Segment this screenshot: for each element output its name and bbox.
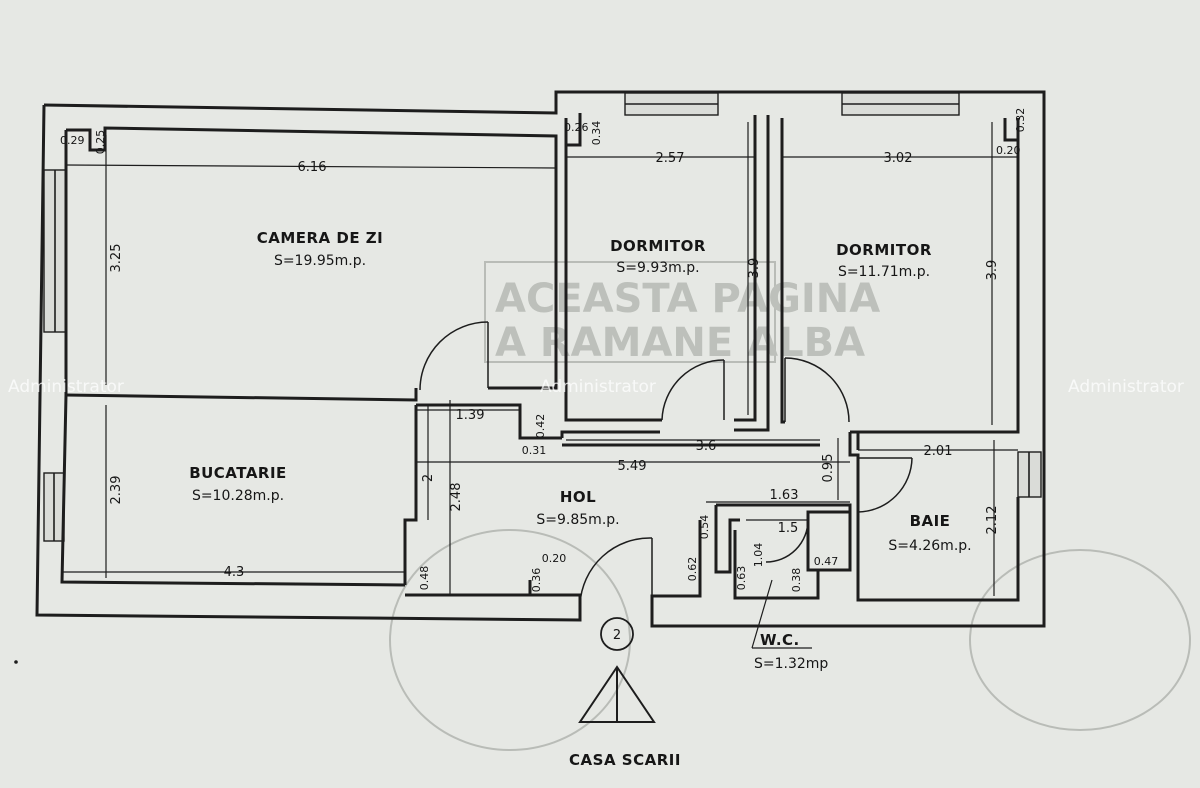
dim-0-63: 0.63 bbox=[735, 566, 748, 591]
dim-0-26: 0.26 bbox=[564, 121, 589, 134]
door-wc bbox=[765, 519, 809, 563]
dim-0-48: 0.48 bbox=[418, 566, 431, 591]
room-area-wc: S=1.32mp bbox=[754, 656, 828, 672]
dim-kitchen-height: 2.39 bbox=[109, 476, 124, 505]
door-bedroom-2 bbox=[784, 357, 850, 423]
dim-bedroom-1-height: 3.9 bbox=[747, 258, 762, 279]
room-area-kitchen: S=10.28m.p. bbox=[192, 488, 284, 504]
room-area-living: S=19.95m.p. bbox=[274, 253, 366, 269]
dim-bath-width: 2.01 bbox=[924, 444, 953, 459]
dim-0-25: 0.25 bbox=[94, 130, 107, 155]
dim-1-39: 1.39 bbox=[456, 408, 485, 423]
watermark-left: Administrator bbox=[8, 377, 124, 397]
room-area-hall: S=9.85m.p. bbox=[536, 512, 619, 528]
room-area-bedroom-2: S=11.71m.p. bbox=[838, 264, 930, 280]
dim-1-5: 1.5 bbox=[778, 521, 799, 536]
dim-bedroom-2-width: 3.02 bbox=[884, 151, 913, 166]
dim-0-54: 0.54 bbox=[698, 515, 711, 540]
room-area-bath: S=4.26m.p. bbox=[888, 538, 971, 554]
dimension-lines bbox=[62, 122, 1018, 649]
dim-living-height: 3.25 bbox=[109, 244, 124, 273]
watermarks: Administrator Administrator Administrato… bbox=[8, 377, 1184, 397]
dim-2-48: 2.48 bbox=[449, 483, 464, 512]
dim-3-6: 3.6 bbox=[696, 439, 717, 454]
exterior-walls bbox=[35, 90, 1046, 628]
dim-0-29: 0.29 bbox=[60, 134, 85, 147]
dim-0-36: 0.36 bbox=[530, 568, 543, 593]
dim-kitchen-width: 4.3 bbox=[224, 565, 245, 580]
dim-0-95: 0.95 bbox=[821, 454, 836, 483]
room-area-bedroom-1: S=9.93m.p. bbox=[616, 260, 699, 276]
dim-1-04: 1.04 bbox=[752, 543, 765, 568]
dimension-labels: 6.16 3.25 0.29 0.25 0.26 0.34 2.57 3.9 3… bbox=[60, 108, 1027, 593]
watermark-center: Administrator bbox=[540, 377, 656, 397]
dim-bedroom-1-width: 2.57 bbox=[656, 151, 685, 166]
room-labels: CAMERA DE ZI S=19.95m.p. DORMITOR S=9.93… bbox=[189, 229, 971, 672]
door-living bbox=[419, 321, 489, 391]
stamp-line-2: A RAMANE ALBA bbox=[495, 320, 865, 366]
room-name-bedroom-2: DORMITOR bbox=[836, 241, 932, 259]
room-name-wc: W.C. bbox=[760, 631, 800, 649]
door-bath bbox=[857, 457, 913, 513]
room-name-bedroom-1: DORMITOR bbox=[610, 237, 706, 255]
stamp-line-1: ACEASTA PAGINA bbox=[495, 276, 880, 322]
interior-walls bbox=[65, 113, 1020, 604]
stair-label: CASA SCARII bbox=[569, 751, 681, 769]
room-name-kitchen: BUCATARIE bbox=[189, 464, 287, 482]
dim-0-62: 0.62 bbox=[686, 557, 699, 582]
dim-1-63: 1.63 bbox=[770, 488, 799, 503]
dim-bath-height: 2.12 bbox=[985, 506, 1000, 535]
dim-bedroom-2-height: 3.9 bbox=[985, 260, 1000, 281]
dim-0-42: 0.42 bbox=[534, 414, 547, 439]
door-entrance bbox=[579, 537, 653, 605]
dim-5-49: 5.49 bbox=[618, 459, 647, 474]
dim-0-34: 0.34 bbox=[590, 121, 603, 146]
dim-0-47: 0.47 bbox=[814, 555, 839, 568]
dim-0-20: 0.20 bbox=[996, 144, 1021, 157]
stair-number-circle bbox=[600, 617, 634, 651]
room-name-hall: HOL bbox=[560, 488, 596, 506]
dim-0-20b: 0.20 bbox=[542, 552, 567, 565]
dim-0-38: 0.38 bbox=[790, 568, 803, 593]
dim-2: 2 bbox=[421, 474, 436, 482]
watermark-right: Administrator bbox=[1068, 377, 1184, 397]
door-bedroom-1 bbox=[661, 359, 725, 421]
dim-0-32: 0.32 bbox=[1014, 108, 1027, 133]
stair-marker: 2 CASA SCARII bbox=[569, 617, 681, 769]
dim-0-31: 0.31 bbox=[522, 444, 547, 457]
stair-number: 2 bbox=[613, 628, 621, 643]
dim-living-width: 6.16 bbox=[298, 160, 327, 175]
doors bbox=[419, 321, 913, 605]
room-name-bath: BAIE bbox=[910, 512, 951, 530]
room-name-living: CAMERA DE ZI bbox=[257, 229, 384, 247]
